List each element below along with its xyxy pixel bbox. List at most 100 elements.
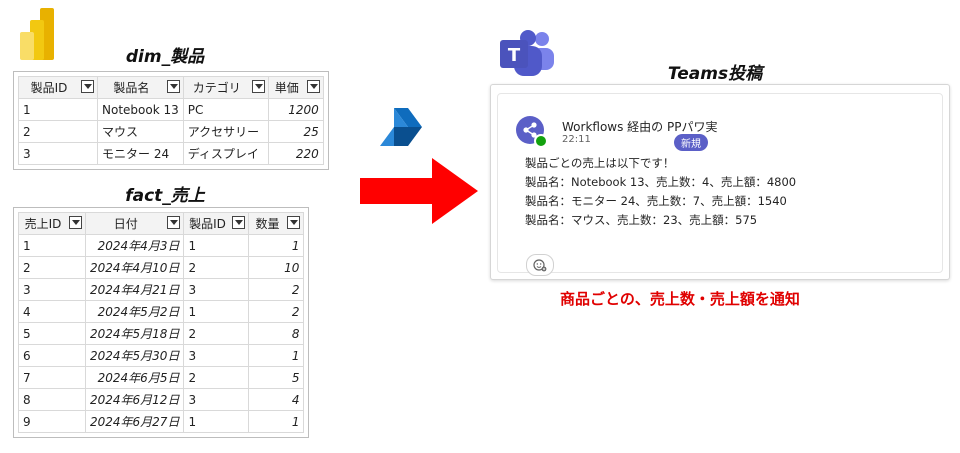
cell: 1	[183, 300, 250, 323]
product-header-id[interactable]: 製品ID	[18, 76, 98, 99]
cell: 4	[18, 300, 86, 323]
cell: 2024年4月21日	[84, 278, 185, 301]
filter-dropdown-icon[interactable]	[306, 80, 320, 93]
message-time: 22:11	[562, 134, 591, 145]
filter-dropdown-icon[interactable]	[81, 80, 94, 93]
sales-header-product-id[interactable]: 製品ID	[183, 212, 250, 235]
cell: 1200	[267, 98, 324, 121]
table-row: 1 Notebook 13 PC 1200	[18, 98, 324, 121]
cell: 9	[18, 410, 86, 433]
teams-post-title: Teams投稿	[667, 64, 763, 84]
cell: 2024年6月27日	[84, 410, 185, 433]
product-grid: 製品ID 製品名 カテゴリ 単価 1 Notebook 13 PC 1200 2…	[18, 76, 324, 165]
sales-header-qty[interactable]: 数量	[248, 212, 305, 235]
message-line: 製品名：モニター 24、売上数：7、売上額：1540	[525, 194, 787, 208]
cell: Notebook 13	[97, 98, 184, 121]
message-line: 製品ごとの売上は以下です！	[525, 156, 675, 170]
filter-dropdown-icon[interactable]	[287, 216, 301, 229]
filter-dropdown-icon[interactable]	[166, 80, 180, 93]
sender-name: Workflows 経由の PPパワ実	[562, 120, 718, 134]
product-header-row: 製品ID 製品名 カテゴリ 単価	[18, 76, 324, 99]
table-row: 3 モニター 24 ディスプレイ 220	[18, 142, 324, 165]
cell: 8	[18, 388, 86, 411]
product-header-name[interactable]: 製品名	[97, 76, 184, 99]
cell: 2	[248, 300, 305, 323]
teams-message-card: Workflows 経由の PPパワ実 22:11 新規 製品ごとの売上は以下で…	[490, 84, 950, 280]
sales-header-row: 売上ID 日付 製品ID 数量	[18, 212, 305, 235]
product-table-title: dim_製品	[125, 47, 205, 67]
sales-header-date[interactable]: 日付	[84, 212, 185, 235]
teams-icon: T	[500, 30, 554, 76]
sales-header-id[interactable]: 売上ID	[18, 212, 86, 235]
cell: 2	[248, 278, 305, 301]
notify-caption: 商品ごとの、売上数・売上額を通知	[560, 290, 800, 308]
cell: 2	[18, 120, 98, 143]
cell: 2024年6月12日	[84, 388, 185, 411]
cell: 3	[18, 142, 98, 165]
cell: アクセサリー	[182, 120, 269, 143]
cell: 1	[18, 234, 86, 257]
cell: マウス	[97, 120, 184, 143]
cell: 7	[18, 366, 86, 389]
message-bubble: Workflows 経由の PPパワ実 22:11 新規 製品ごとの売上は以下で…	[497, 93, 943, 276]
cell: 1	[248, 344, 305, 367]
power-bi-icon	[20, 8, 54, 60]
sales-table-title: fact_売上	[125, 186, 205, 206]
cell: モニター 24	[97, 142, 184, 165]
product-table: 製品ID 製品名 カテゴリ 単価 1 Notebook 13 PC 1200 2…	[13, 71, 329, 170]
flow-arrow-icon	[360, 158, 478, 224]
status-badge	[534, 134, 548, 148]
cell: 2	[18, 256, 86, 279]
cell: 2024年5月30日	[84, 344, 185, 367]
cell: ディスプレイ	[182, 142, 269, 165]
new-badge: 新規	[674, 134, 708, 151]
cell: 2	[183, 322, 250, 345]
cell: 1	[183, 410, 250, 433]
filter-dropdown-icon[interactable]	[232, 216, 246, 229]
cell: 220	[267, 142, 324, 165]
cell: 1	[18, 98, 98, 121]
reaction-button[interactable]	[526, 254, 554, 276]
cell: 5	[248, 366, 305, 389]
filter-dropdown-icon[interactable]	[251, 80, 265, 93]
filter-dropdown-icon[interactable]	[167, 216, 181, 229]
cell: 4	[248, 388, 305, 411]
svg-text:T: T	[508, 45, 521, 66]
cell: 5	[18, 322, 86, 345]
product-header-price[interactable]: 単価	[267, 76, 324, 99]
cell: 2024年6月5日	[84, 366, 185, 389]
power-automate-icon	[380, 108, 422, 146]
cell: 8	[248, 322, 305, 345]
cell: 1	[248, 234, 305, 257]
cell: 3	[18, 278, 86, 301]
cell: 2024年4月3日	[84, 234, 185, 257]
product-header-category[interactable]: カテゴリ	[182, 76, 269, 99]
message-line: 製品名：マウス、売上数：23、売上額：575	[525, 213, 758, 227]
cell: 3	[183, 344, 250, 367]
cell: 6	[18, 344, 86, 367]
message-line: 製品名：Notebook 13、売上数：4、売上額：4800	[525, 175, 797, 189]
filter-dropdown-icon[interactable]	[69, 216, 82, 229]
emoji-reaction-icon	[533, 259, 547, 272]
cell: 1	[248, 410, 305, 433]
cell: 2024年5月2日	[84, 300, 185, 323]
cell: 2024年4月10日	[84, 256, 185, 279]
table-row: 2 マウス アクセサリー 25	[18, 120, 324, 143]
cell: 25	[267, 120, 324, 143]
cell: 1	[183, 234, 250, 257]
workflow-bot-icon	[516, 116, 544, 144]
cell: 3	[183, 388, 250, 411]
cell: 2024年5月18日	[84, 322, 185, 345]
cell: PC	[182, 98, 269, 121]
